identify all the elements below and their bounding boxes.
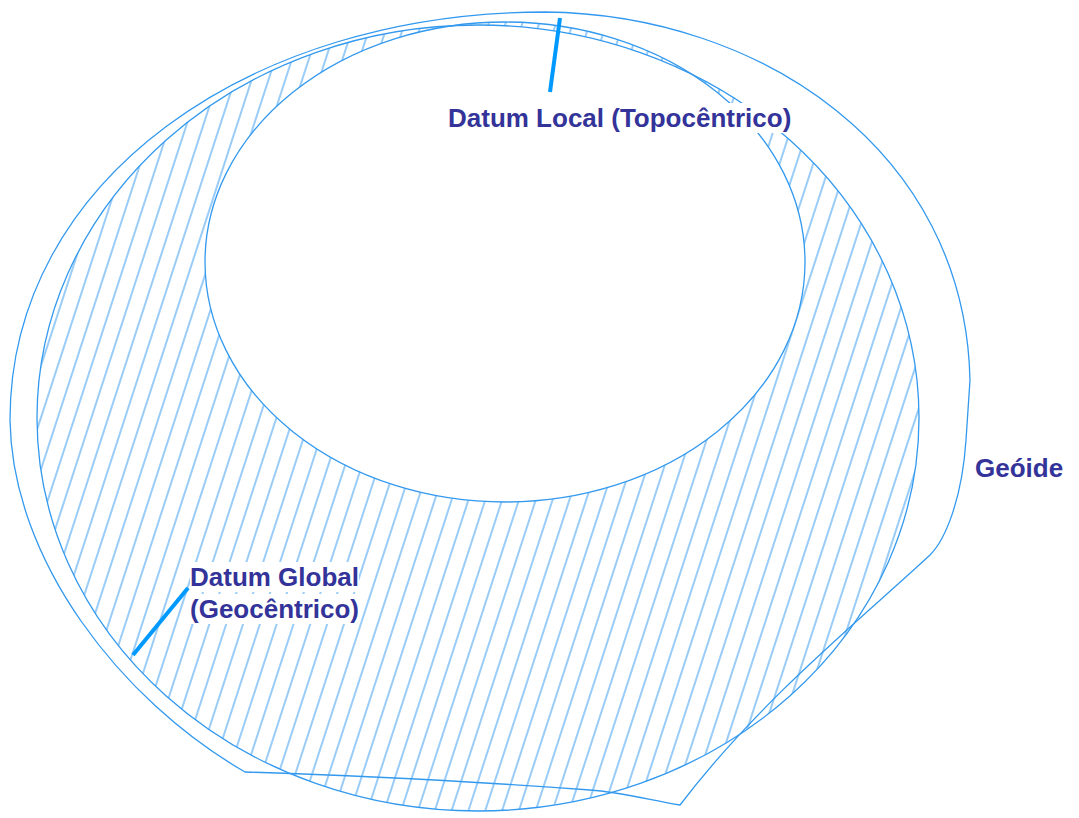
label-text: Datum Local (Topocêntrico) xyxy=(448,103,791,133)
label-text: Geóide xyxy=(975,453,1063,483)
label-text: Datum Global (Geocêntrico) xyxy=(190,562,359,624)
geoid-outline xyxy=(10,12,970,805)
local-datum-ellipse xyxy=(205,22,805,502)
hatched-region xyxy=(37,22,919,811)
local-datum-tick xyxy=(550,18,560,92)
datum-label: Datum Global (Geocêntrico) xyxy=(190,561,415,625)
global-datum-ellipse xyxy=(37,25,919,811)
datum-label: Datum Local (Topocêntrico) xyxy=(448,102,791,134)
global-datum-tick xyxy=(133,588,188,655)
geoid-label: Geóide xyxy=(975,452,1063,484)
